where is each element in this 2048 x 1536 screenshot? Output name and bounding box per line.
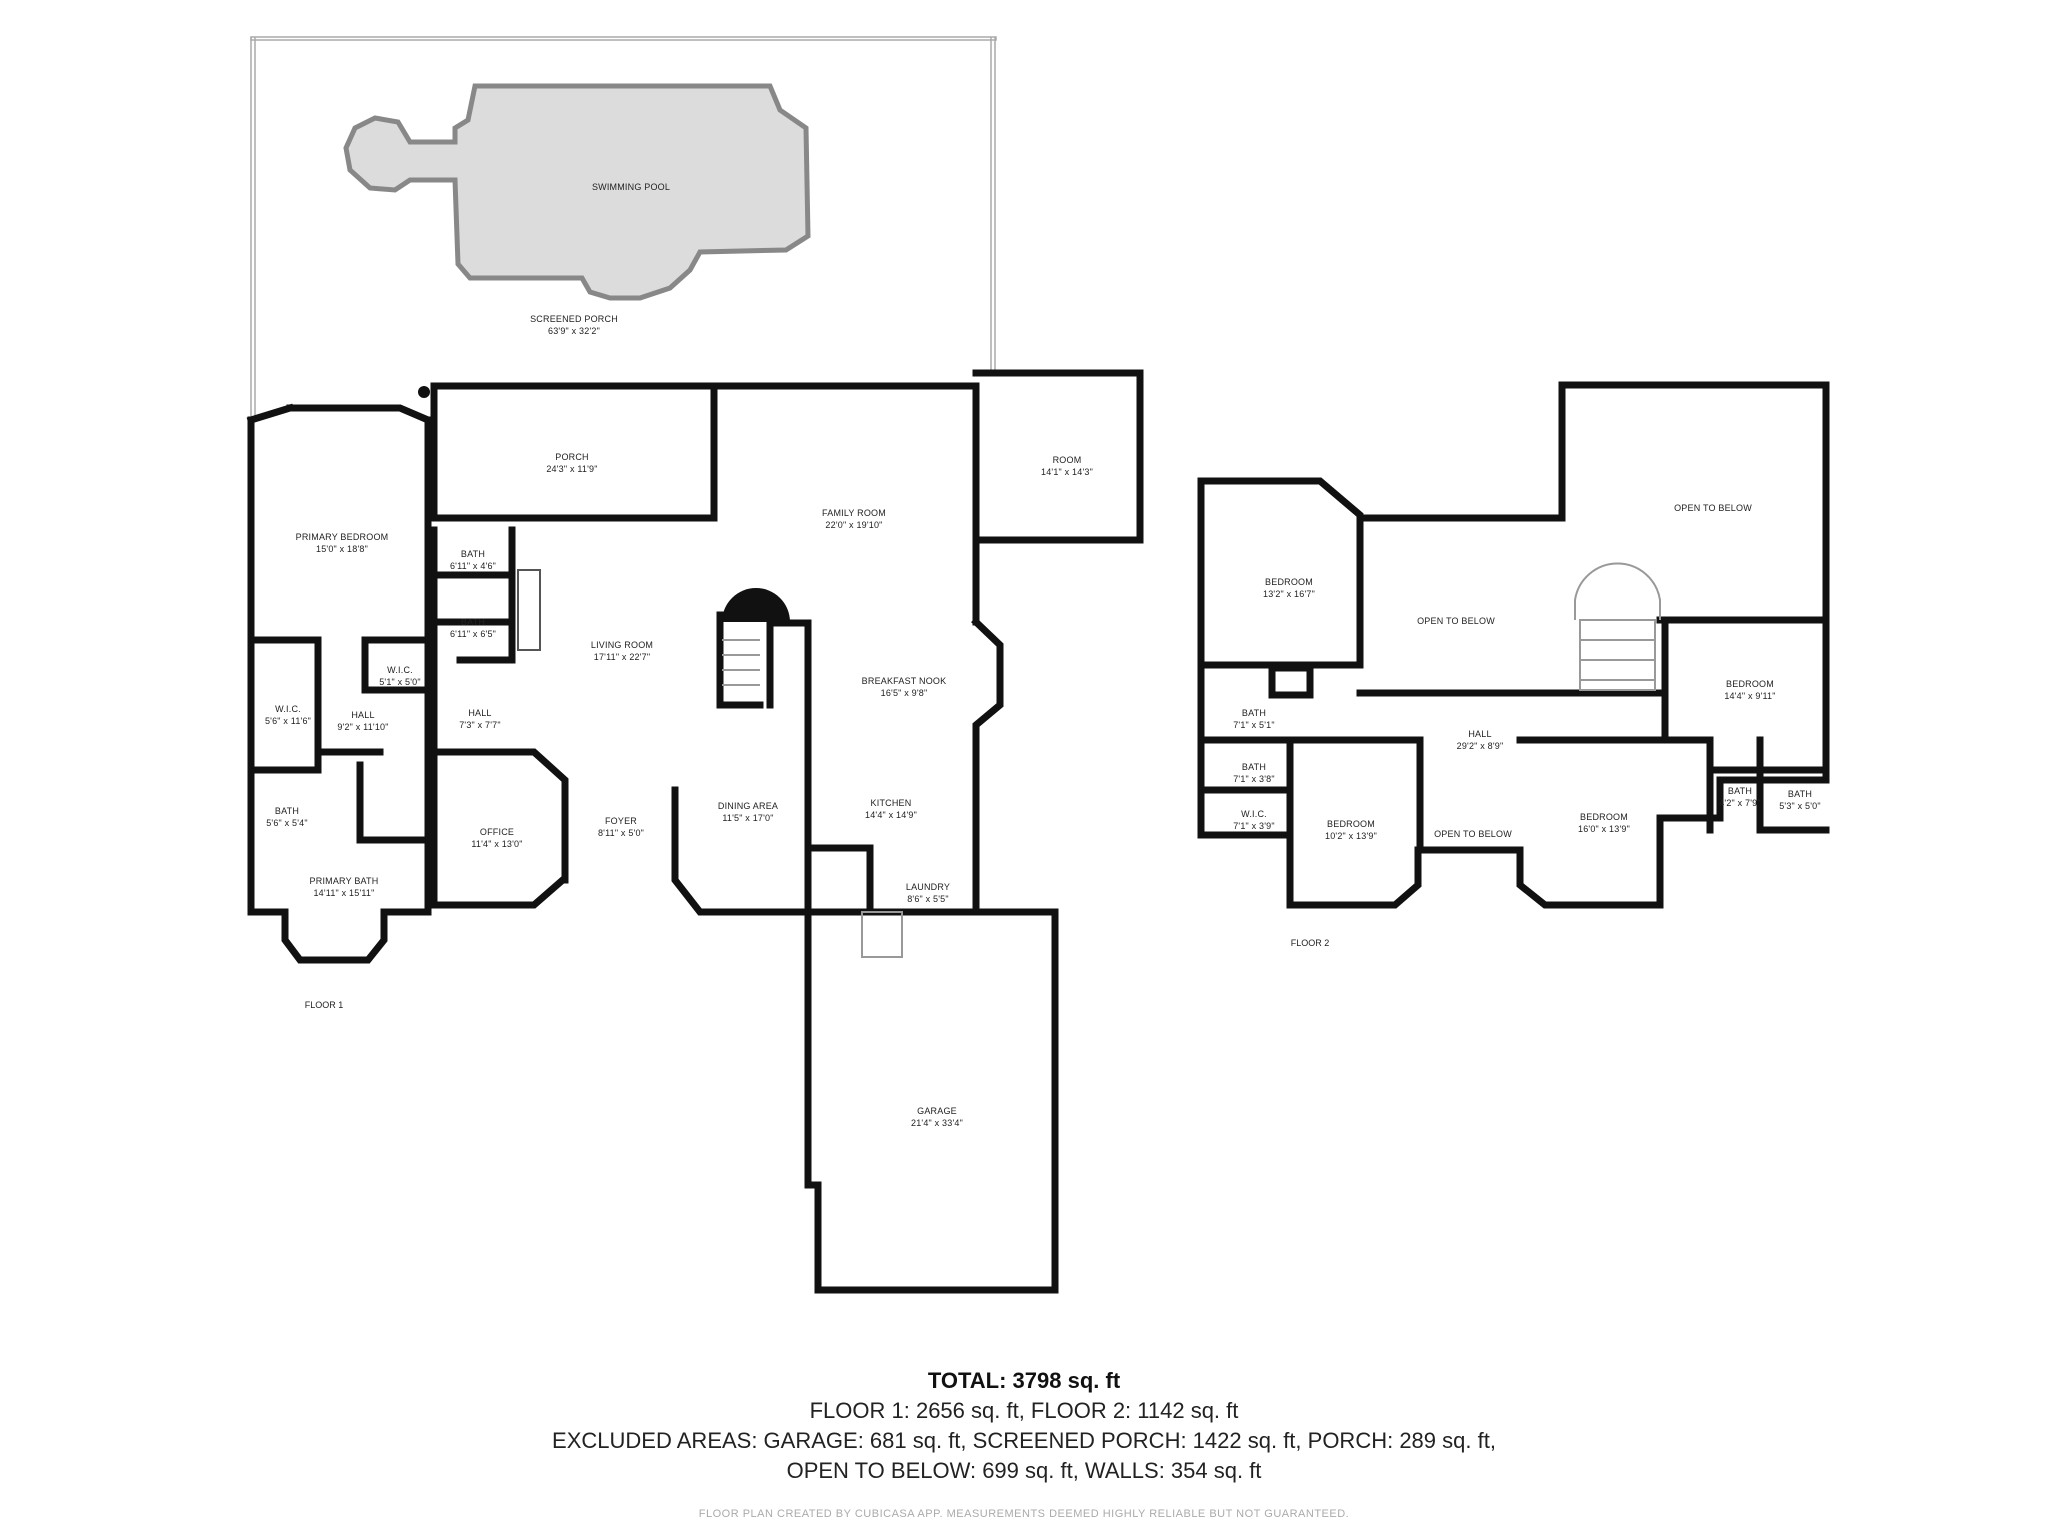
post-icon: [418, 386, 430, 398]
credit-note: FLOOR PLAN CREATED BY CUBICASA APP. MEAS…: [698, 1508, 1350, 1520]
floor-2-label: FLOOR 2: [1290, 938, 1330, 948]
room-label-wic: W.I.C.7'1" x 3'9": [1233, 809, 1275, 831]
room-label-open-to-below-2: OPEN TO BELOW: [1417, 616, 1495, 626]
swimming-pool-shape: [343, 83, 811, 301]
excluded-areas: EXCLUDED AREAS: GARAGE: 681 sq. ft, SCRE…: [552, 1428, 1496, 1453]
floor-2-plan: [1197, 381, 1830, 909]
floor-1-walls: [246, 369, 1144, 1294]
room-label-open-to-below-3: OPEN TO BELOW: [1434, 829, 1512, 839]
floor-1-label: FLOOR 1: [304, 1000, 344, 1010]
excluded-areas-cont: OPEN TO BELOW: 699 sq. ft, WALLS: 354 sq…: [786, 1458, 1262, 1483]
room-label-open-to-below-1: OPEN TO BELOW: [1674, 503, 1752, 513]
room-label-wic-1: W.I.C.5'1" x 5'0": [379, 665, 421, 687]
total-area: TOTAL: 3798 sq. ft: [927, 1368, 1121, 1393]
area-summary: TOTAL: 3798 sq. ft FLOOR 1: 2656 sq. ft,…: [0, 1366, 2048, 1486]
floor-1-plan: [246, 36, 1144, 1294]
fireplace-icon: [517, 569, 541, 651]
floor-areas: FLOOR 1: 2656 sq. ft, FLOOR 2: 1142 sq. …: [809, 1398, 1239, 1423]
screened-porch-enclosure: [250, 36, 997, 420]
stairs-icon: [722, 639, 760, 686]
room-label-swimming-pool: SWIMMING POOL: [591, 182, 671, 192]
stairs-icon: [1579, 619, 1656, 691]
room-label-wic-2: W.I.C.5'6" x 11'6": [264, 704, 312, 726]
